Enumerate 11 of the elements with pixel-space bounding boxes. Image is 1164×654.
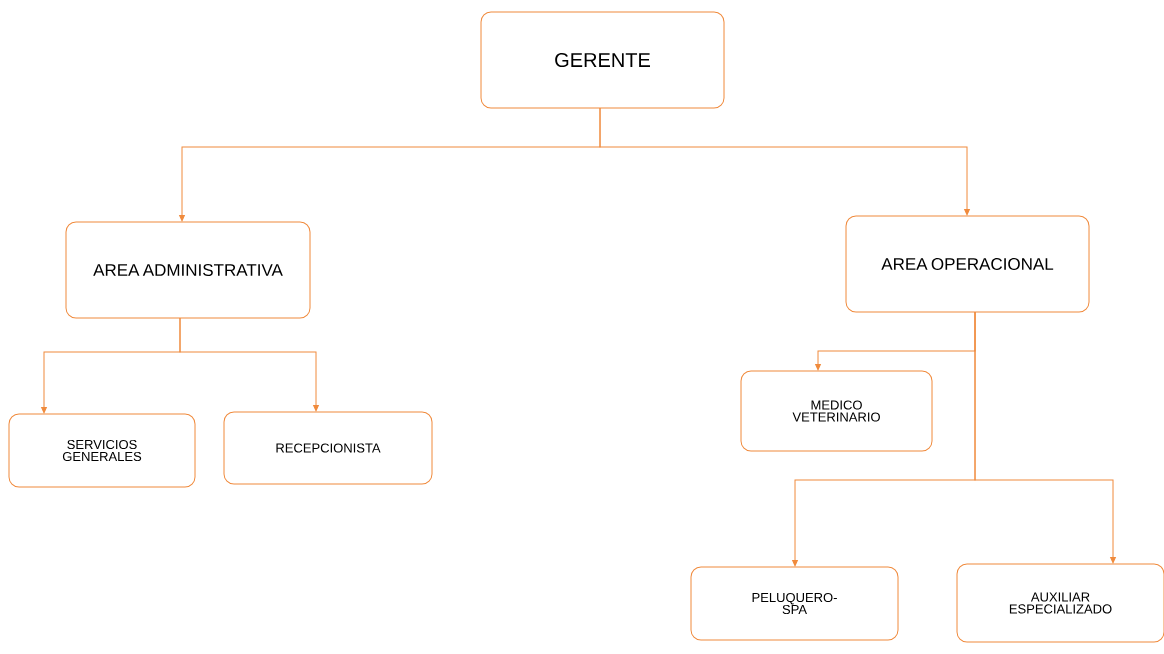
org-box: GERENTE (480, 11, 725, 109)
org-box: AUXILIAR ESPECIALIZADO (956, 563, 1164, 643)
org-box: PELUQUERO- SPA (690, 566, 899, 641)
arrow (179, 317, 319, 412)
org-box: AREA OPERACIONAL (845, 215, 1090, 313)
arrow (974, 311, 1116, 564)
org-box: MEDICO VETERINARIO (740, 370, 933, 452)
arrow (599, 107, 970, 216)
org-box: AREA ADMINISTRATIVA (65, 221, 311, 319)
org-box: SERVICIOS GENERALES (8, 413, 196, 488)
org-box: RECEPCIONISTA (223, 411, 433, 485)
